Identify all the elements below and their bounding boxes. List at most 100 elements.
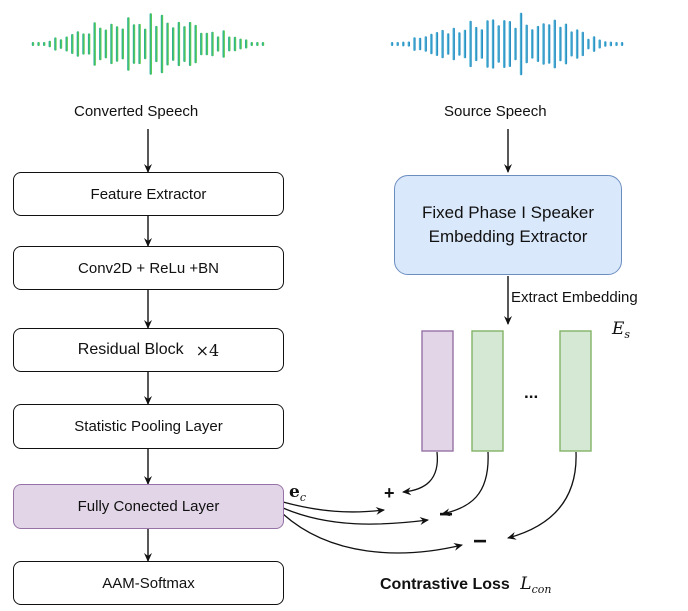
waveform-bar <box>497 25 500 63</box>
waveform-bar <box>441 29 444 59</box>
waveform-bar <box>155 25 158 63</box>
waveform-bar <box>559 26 562 62</box>
waveform-bar <box>525 24 528 64</box>
curve-fc-to-minus-1 <box>282 507 429 525</box>
curve-fc-to-minus-2 <box>282 513 463 554</box>
lcon-sub: con <box>531 583 552 596</box>
waveform-bar <box>396 42 399 46</box>
waveform-bar <box>99 27 102 61</box>
waveform-bar <box>424 36 427 52</box>
waveform-bar <box>609 41 612 47</box>
waveform-bar <box>211 31 214 57</box>
ellipsis-label: ... <box>524 383 539 402</box>
ec-main: e <box>289 482 300 502</box>
pooling-block: Statistic Pooling Layer <box>13 404 284 449</box>
embedding-bar-negative-1 <box>471 330 504 452</box>
waveform-bar <box>216 36 220 52</box>
waveform-bar <box>536 25 540 62</box>
contrastive-loss-title: Contrastive Loss <box>380 576 510 593</box>
waveform-bar <box>149 13 152 75</box>
waveform-bar <box>200 32 203 56</box>
converted-speech-waveform <box>31 13 265 75</box>
waveform-bar <box>430 33 433 55</box>
curve-neg2-to-minus <box>507 451 577 540</box>
lcon-main: L <box>520 574 532 594</box>
waveform-bar <box>615 42 618 46</box>
embedding-set-symbol: Es <box>612 319 631 341</box>
es-main: E <box>612 319 625 339</box>
waveform-bar <box>452 27 455 61</box>
waveform-bar <box>575 29 579 59</box>
minus-sign-1: − <box>439 501 454 528</box>
waveform-bar <box>519 12 523 76</box>
waveform-bar <box>87 33 91 55</box>
fully-connected-label: Fully Conected Layer <box>77 498 220 515</box>
waveform-bar <box>233 36 237 52</box>
waveform-bar <box>59 39 63 49</box>
waveform-bar <box>188 21 192 66</box>
waveform-bar <box>620 42 624 46</box>
waveform-bar <box>390 42 394 46</box>
waveform-bar <box>435 32 439 56</box>
waveform-bar <box>172 27 175 61</box>
waveform-bar <box>446 33 450 55</box>
extract-embedding-label: Extract Embedding <box>511 289 638 306</box>
waveform-bar <box>205 32 209 56</box>
curve-neg1-to-minus <box>441 451 489 517</box>
plus-sign: + <box>384 483 395 503</box>
waveform-bar <box>144 28 147 60</box>
aam-softmax-block: AAM-Softmax <box>13 561 284 605</box>
fully-connected-block: Fully Conected Layer <box>13 484 284 529</box>
extractor-line-1: Fixed Phase I Speaker <box>422 203 594 223</box>
waveform-bar <box>458 32 461 56</box>
conv-block: Conv2D + ReLu +BN <box>13 246 284 290</box>
waveform-bar <box>65 36 68 52</box>
waveform-bar <box>104 29 108 59</box>
extractor-line-2: Embedding Extractor <box>428 227 588 246</box>
waveform-bar <box>604 41 607 47</box>
waveform-bar <box>54 37 57 51</box>
waveform-bar <box>82 33 85 55</box>
embedding-bar-positive <box>421 330 454 452</box>
waveform-bar <box>598 39 601 49</box>
lcon-symbol: Lcon <box>520 574 552 596</box>
source-speech-waveform <box>390 12 624 76</box>
waveform-bar <box>480 29 483 59</box>
waveform-bar <box>222 30 225 58</box>
waveform-bar <box>245 39 248 49</box>
waveform-bar <box>132 24 136 64</box>
feature-extractor-label: Feature Extractor <box>90 185 207 203</box>
minus-sign-2: − <box>473 528 488 555</box>
waveform-bar <box>228 36 231 52</box>
ec-symbol: ec <box>289 482 306 504</box>
waveform-bar <box>127 17 130 71</box>
waveform-bar <box>592 36 596 52</box>
waveform-bar <box>491 19 495 69</box>
waveform-bar <box>570 31 573 57</box>
waveform-bar <box>486 20 489 68</box>
contrastive-loss-caption: Contrastive Loss Lcon <box>380 574 552 596</box>
waveform-bar <box>71 34 74 54</box>
waveform-bar <box>256 42 259 46</box>
waveform-bar <box>160 14 164 74</box>
waveform-bar <box>110 23 113 65</box>
waveform-bar <box>177 21 181 67</box>
waveform-bar <box>115 26 119 62</box>
curve-fc-to-plus <box>282 501 385 515</box>
waveform-bar <box>194 24 197 64</box>
waveform-bar <box>166 22 169 66</box>
waveform-bar <box>402 41 405 47</box>
waveform-bar <box>250 42 253 46</box>
waveform-bar <box>531 29 534 59</box>
waveform-bar <box>239 38 242 50</box>
waveform-bar <box>121 28 124 60</box>
waveform-bar <box>31 42 35 46</box>
waveform-bar <box>48 40 51 48</box>
es-sub: s <box>624 328 631 341</box>
residual-block: Residual Block ×4 <box>13 328 284 372</box>
waveform-bar <box>261 42 265 46</box>
waveform-bar <box>474 26 478 62</box>
waveform-bar <box>37 42 40 46</box>
